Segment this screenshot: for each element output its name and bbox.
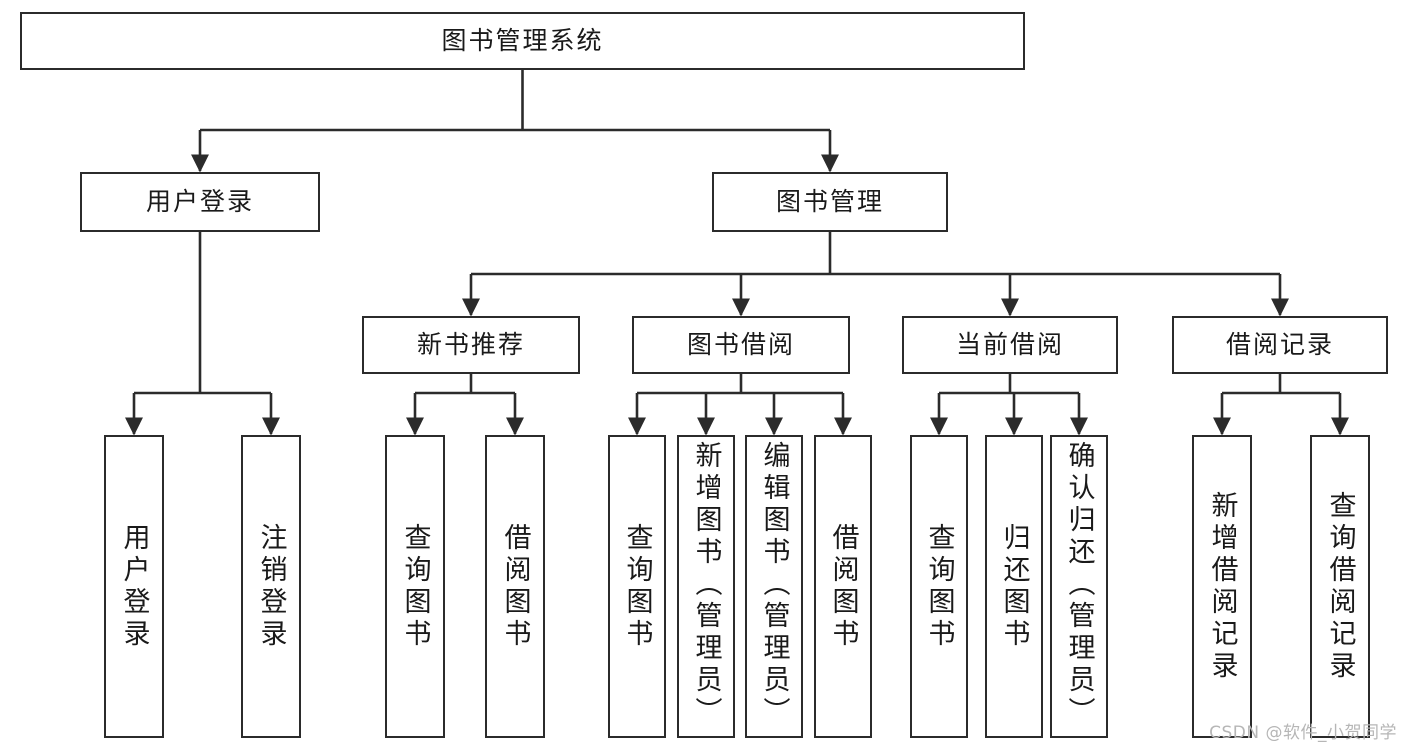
node-current-borrow-label: 当前借阅 <box>955 330 1064 359</box>
node-leaf-borrow-book-1-label: 借阅图书 <box>499 522 531 651</box>
node-leaf-query-book-2-label: 查询图书 <box>621 522 653 651</box>
node-borrow-records[interactable]: 借阅记录 <box>1172 316 1388 374</box>
node-new-book-recommend-label: 新书推荐 <box>416 330 525 359</box>
node-book-borrow[interactable]: 图书借阅 <box>632 316 850 374</box>
node-leaf-add-record-label: 新增借阅记录 <box>1206 490 1238 683</box>
node-leaf-add-record[interactable]: 新增借阅记录 <box>1192 435 1252 738</box>
node-book-management-label: 图书管理 <box>775 187 884 216</box>
node-leaf-edit-book[interactable]: 编辑图书（管理员） <box>745 435 803 738</box>
node-book-borrow-label: 图书借阅 <box>686 330 795 359</box>
node-leaf-logout-label: 注销登录 <box>255 522 287 651</box>
node-new-book-recommend[interactable]: 新书推荐 <box>362 316 580 374</box>
node-leaf-borrow-book-1[interactable]: 借阅图书 <box>485 435 545 738</box>
node-leaf-query-book-3-label: 查询图书 <box>923 522 955 651</box>
node-leaf-logout[interactable]: 注销登录 <box>241 435 301 738</box>
node-leaf-user-login-label: 用户登录 <box>118 522 150 651</box>
node-leaf-borrow-book-2[interactable]: 借阅图书 <box>814 435 872 738</box>
node-leaf-query-record-label: 查询借阅记录 <box>1324 490 1356 683</box>
node-leaf-query-book-1-label: 查询图书 <box>399 522 431 651</box>
node-root-label: 图书管理系统 <box>441 26 604 55</box>
node-borrow-records-label: 借阅记录 <box>1225 330 1334 359</box>
node-leaf-query-book-2[interactable]: 查询图书 <box>608 435 666 738</box>
node-root[interactable]: 图书管理系统 <box>20 12 1025 70</box>
node-leaf-confirm-return[interactable]: 确认归还（管理员） <box>1050 435 1108 738</box>
node-leaf-return-book[interactable]: 归还图书 <box>985 435 1043 738</box>
node-leaf-add-book[interactable]: 新增图书（管理员） <box>677 435 735 738</box>
node-leaf-query-book-3[interactable]: 查询图书 <box>910 435 968 738</box>
node-leaf-query-record[interactable]: 查询借阅记录 <box>1310 435 1370 738</box>
watermark: CSDN @软件_小贺同学 <box>1209 723 1397 743</box>
node-user-login[interactable]: 用户登录 <box>80 172 320 232</box>
node-leaf-user-login[interactable]: 用户登录 <box>104 435 164 738</box>
node-current-borrow[interactable]: 当前借阅 <box>902 316 1118 374</box>
node-leaf-borrow-book-2-label: 借阅图书 <box>827 522 859 651</box>
node-leaf-add-book-label: 新增图书（管理员） <box>690 441 722 729</box>
node-leaf-query-book-1[interactable]: 查询图书 <box>385 435 445 738</box>
node-leaf-return-book-label: 归还图书 <box>998 522 1030 651</box>
node-book-management[interactable]: 图书管理 <box>712 172 948 232</box>
node-leaf-edit-book-label: 编辑图书（管理员） <box>758 441 790 729</box>
node-leaf-confirm-return-label: 确认归还（管理员） <box>1063 441 1095 729</box>
node-user-login-label: 用户登录 <box>145 187 254 216</box>
